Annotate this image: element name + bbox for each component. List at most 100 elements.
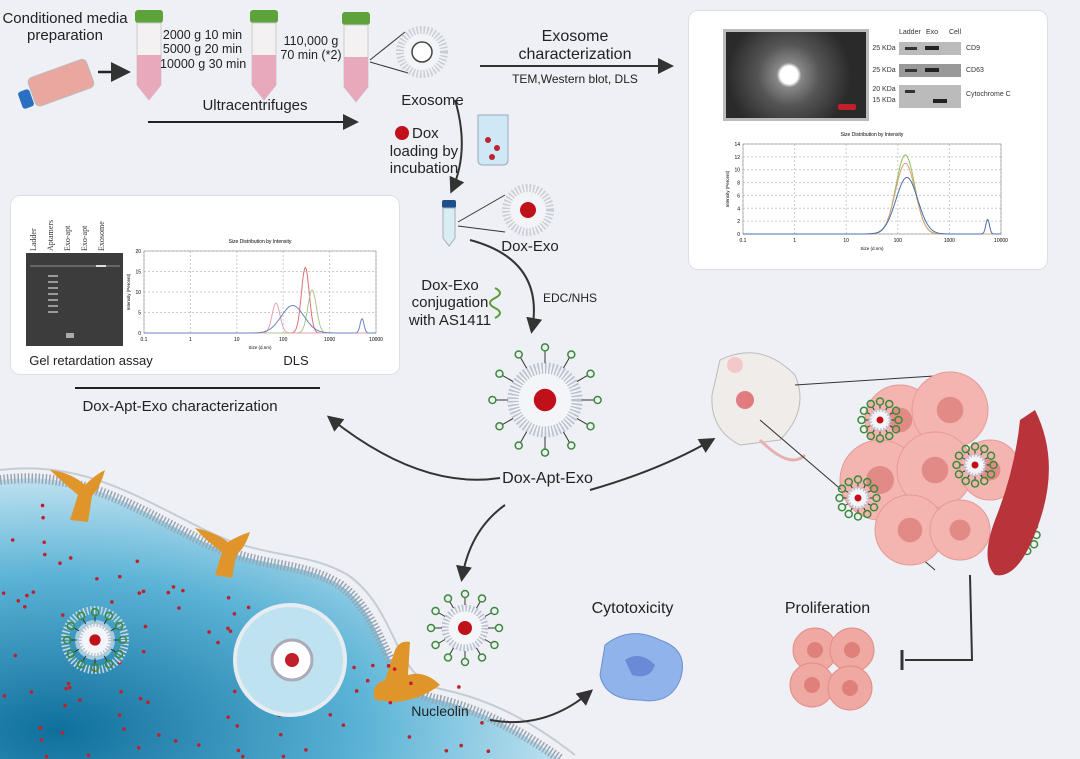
y-tick-label: 5 — [138, 311, 141, 317]
protein-label: Cytochrome C — [966, 91, 1011, 98]
ultracentrifuges-label: Ultracentrifuges — [202, 97, 308, 114]
y-axis-label: Intensity (Percent) — [126, 273, 131, 310]
exosome-characterization-panel: Ladder Exo Cell 25 KDa 25 KDa 20 KDa 15 … — [688, 10, 1048, 270]
ultra-2: 70 min (*2) — [280, 48, 342, 63]
tumor-icon — [835, 371, 1041, 566]
conjugation-label: Dox-Exo conjugation with AS1411 — [408, 277, 492, 329]
dox-label: Dox — [412, 125, 439, 142]
y-tick-label: 2 — [737, 219, 740, 225]
blot-band-cd9 — [899, 42, 961, 55]
dox-exo-icon — [457, 184, 554, 236]
series-line-green — [743, 154, 1001, 235]
nucleolin-receptor-icon — [50, 470, 440, 702]
scale-bar — [838, 104, 856, 110]
marker-label: 25 KDa — [872, 45, 896, 52]
conditioned-media-label: Conditioned media preparation — [2, 10, 128, 45]
x-tick-label: 10 — [843, 238, 849, 244]
y-tick-label: 10 — [135, 290, 141, 296]
y-tick-label: 8 — [737, 181, 740, 187]
x-tick-label: 1000 — [324, 337, 335, 343]
ultra-1: 110,000 g — [283, 34, 339, 48]
spin-2: 5000 g 20 min — [162, 42, 243, 57]
aptamer-icon — [489, 287, 501, 319]
spin-3: 10000 g 30 min — [160, 56, 247, 71]
blood-vessel-icon — [987, 410, 1049, 576]
marker-label: 20 KDa — [872, 86, 896, 93]
nucleolin-label: Nucleolin — [411, 703, 469, 719]
y-tick-label: 6 — [737, 193, 740, 199]
lane-label: Exo — [925, 29, 939, 36]
gel-lane-label: Aptamers — [46, 219, 55, 251]
gel-lane-label: Ladder — [29, 228, 38, 251]
gel-lane-label: Exosome — [97, 221, 106, 251]
y-axis-label: Intensity (Percent) — [725, 170, 730, 207]
proliferating-cells-icon — [789, 627, 875, 711]
culture-flask-icon — [18, 58, 95, 109]
x-tick-label: 1 — [189, 337, 192, 343]
spin-1: 2000 g 10 min — [162, 28, 243, 42]
spin-conditions: 2000 g 10 min 5000 g 20 min 10000 g 30 m… — [160, 28, 247, 71]
exosome-characterization-methods: TEM,Western blot, DLS — [512, 72, 638, 86]
x-axis-label: Size (d.nm) — [860, 246, 884, 251]
protein-label: CD9 — [966, 45, 981, 52]
x-tick-label: 0.1 — [141, 337, 148, 343]
dox-apt-exo-characterization-panel: Ladder Aptamers Exo-apt Exo-apt Exosome Gel … — [10, 195, 400, 375]
x-tick-label: 100 — [894, 238, 903, 244]
lane-label: Ladder — [899, 29, 921, 36]
ultra-conditions: 110,000 g 70 min (*2) — [278, 34, 344, 63]
tem-image — [723, 29, 869, 121]
y-tick-label: 20 — [135, 249, 141, 255]
marker-label: 15 KDa — [872, 97, 896, 104]
blot-band-cd63 — [899, 64, 961, 77]
small-tube-icon — [442, 200, 456, 247]
x-tick-label: 10 — [234, 337, 240, 343]
y-tick-label: 15 — [135, 270, 141, 276]
chart-title: Size Distribution by Intensity — [229, 239, 292, 245]
gel-caption: Gel retardation assay — [29, 353, 153, 368]
gel-image — [26, 253, 123, 346]
dox-loading-label: loading by incubation — [389, 143, 459, 178]
series-line-pink — [144, 302, 376, 334]
beaker-icon — [477, 114, 509, 166]
y-tick-label: 12 — [734, 155, 740, 161]
series-line-blue — [144, 304, 376, 334]
x-axis-label: Size (d.nm) — [248, 345, 272, 350]
dox-exo-label: Dox-Exo — [501, 238, 559, 255]
free-dox-apt-exo-icon — [62, 589, 504, 673]
series-line-red — [144, 266, 376, 334]
series-line-green — [144, 289, 376, 334]
y-tick-label: 4 — [737, 206, 740, 212]
mouse-icon — [711, 352, 807, 462]
exosome-characterization-title: Exosome characterization — [518, 28, 632, 64]
dox-apt-exo-label: Dox-Apt-Exo — [502, 470, 593, 487]
x-tick-label: 10000 — [369, 337, 383, 343]
dox-icon — [395, 126, 409, 140]
gel-lane-label: Exo-apt — [63, 225, 72, 251]
exosome-icon — [369, 26, 448, 78]
exosome-label: Exosome — [401, 92, 464, 109]
dls-chart-dox-apt-exo: Size Distribution by Intensity 0.1 1 10 10 0 1… — [126, 239, 383, 350]
centrifuge-tube-icon — [135, 10, 370, 103]
x-tick-label: 1000 — [944, 238, 955, 244]
plot-frame — [742, 143, 1002, 235]
edc-nhs-label: EDC/NHS — [542, 291, 597, 305]
marker-label: 25 KDa — [872, 67, 896, 74]
proliferation-label: Proliferation — [784, 600, 871, 617]
protein-label: CD63 — [966, 67, 984, 74]
x-tick-label: 0.1 — [740, 238, 747, 244]
dox-apt-exo-characterization-label: Dox-Apt-Exo characterization — [82, 398, 278, 415]
gel-lane-label: Exo-apt — [80, 225, 89, 251]
dox-apt-exo-icon — [488, 343, 602, 457]
dls-caption: DLS — [283, 353, 309, 368]
y-tick-label: 10 — [734, 168, 740, 174]
x-tick-label: 10000 — [994, 238, 1008, 244]
series-line-blue — [743, 177, 1001, 235]
y-tick-label: 0 — [138, 331, 141, 337]
internalized-exosome — [61, 603, 347, 717]
series-line-orange — [743, 162, 1001, 235]
lane-label: Cell — [948, 29, 962, 36]
chart-title: Size Distribution by Intensity — [841, 132, 904, 138]
